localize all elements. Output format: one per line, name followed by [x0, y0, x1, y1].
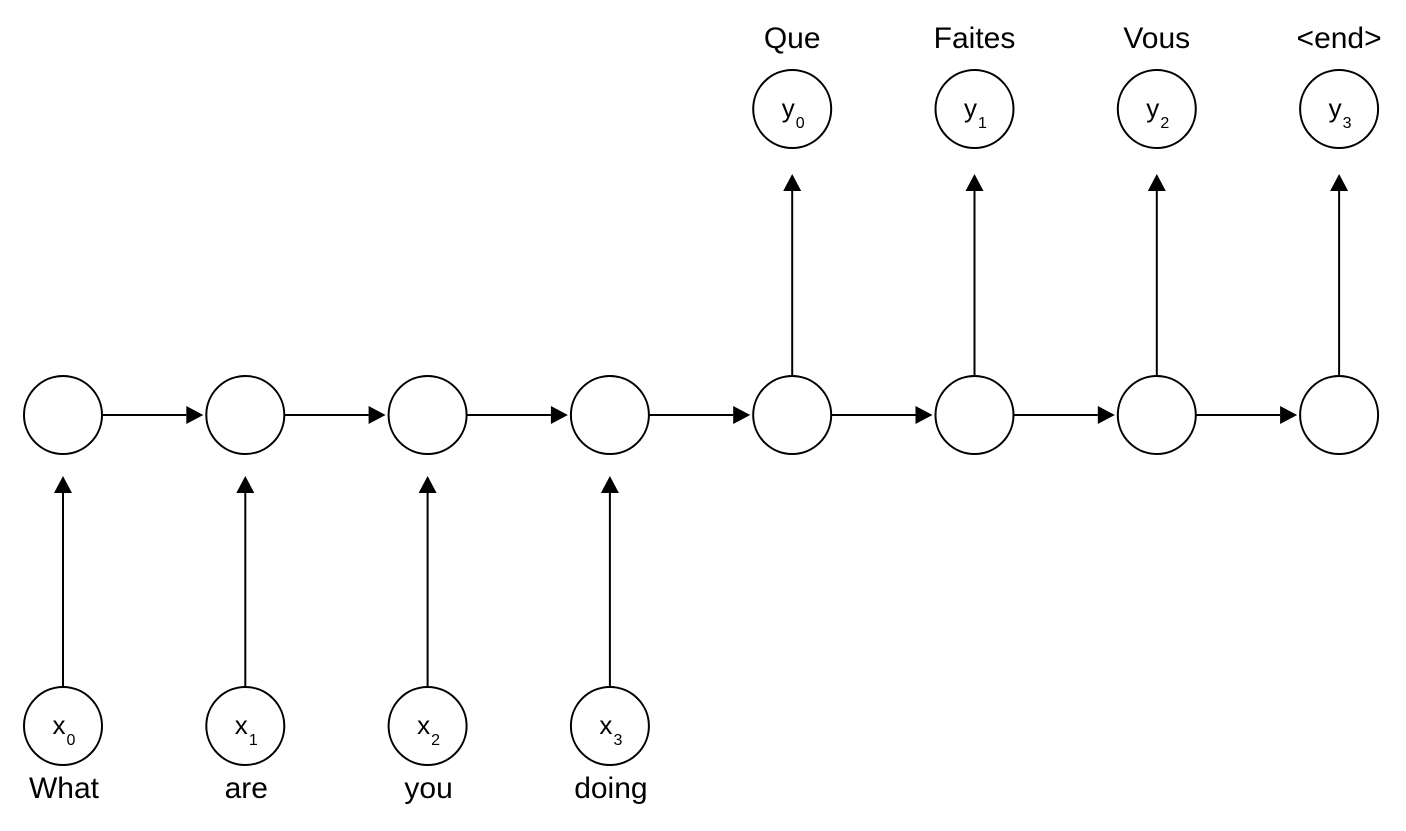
output-word-1: Faites	[934, 22, 1016, 55]
hidden-state-2	[387, 375, 468, 455]
recurrent-arrow-2-head	[550, 406, 568, 424]
input-x1-symbol: x	[235, 710, 248, 740]
input-word-1: are	[225, 772, 268, 805]
recurrent-arrow-0-head	[186, 406, 204, 424]
input-word-0: What	[29, 772, 100, 805]
input-word-3: doing	[574, 772, 647, 805]
input-arrow-0-head	[54, 476, 72, 493]
input-x3-subscript: 3	[613, 732, 622, 749]
input-arrow-1-head	[236, 476, 255, 493]
hidden-state-0	[23, 375, 103, 455]
input-x3-symbol: x	[599, 710, 612, 740]
output-word-2: Vous	[1123, 22, 1190, 55]
hidden-state-3	[569, 375, 650, 455]
output-arrow-0-head	[783, 174, 802, 191]
output-y0-symbol: y	[782, 93, 795, 123]
output-word-3: <end>	[1297, 22, 1382, 55]
output-y2-symbol: y	[1146, 93, 1159, 123]
hidden-state-6	[1116, 375, 1197, 455]
output-y0-node	[752, 69, 833, 149]
recurrent-arrow-6-head	[1280, 406, 1298, 424]
recurrent-arrow-3-head	[733, 406, 751, 424]
recurrent-arrow-1-head	[368, 406, 386, 424]
output-y2-node	[1116, 69, 1197, 149]
output-y1-subscript: 1	[978, 115, 987, 132]
output-y1-symbol: y	[964, 93, 977, 123]
output-y2-subscript: 2	[1160, 115, 1169, 132]
output-y3-node	[1299, 69, 1380, 149]
input-x1-subscript: 1	[249, 732, 258, 749]
hidden-state-1	[205, 375, 286, 455]
input-arrow-3-head	[600, 476, 619, 493]
recurrent-arrow-5-head	[1097, 406, 1115, 424]
input-x2-symbol: x	[417, 710, 430, 740]
output-y1-node	[934, 69, 1015, 149]
input-x0-symbol: x	[53, 710, 66, 740]
input-word-2: you	[404, 772, 452, 805]
output-y3-subscript: 3	[1343, 115, 1352, 132]
hidden-state-7	[1299, 375, 1380, 455]
output-arrow-3-head	[1330, 174, 1349, 191]
recurrent-arrow-4-head	[915, 406, 933, 424]
output-y3-symbol: y	[1329, 93, 1342, 123]
output-y0-subscript: 0	[796, 115, 805, 132]
output-arrow-2-head	[1147, 174, 1166, 191]
hidden-state-5	[934, 375, 1015, 455]
output-arrow-1-head	[965, 174, 984, 191]
input-x0-subscript: 0	[67, 732, 76, 749]
input-x2-subscript: 2	[431, 732, 440, 749]
input-arrow-2-head	[418, 476, 437, 493]
output-word-0: Que	[764, 22, 821, 55]
hidden-state-4	[752, 375, 833, 455]
